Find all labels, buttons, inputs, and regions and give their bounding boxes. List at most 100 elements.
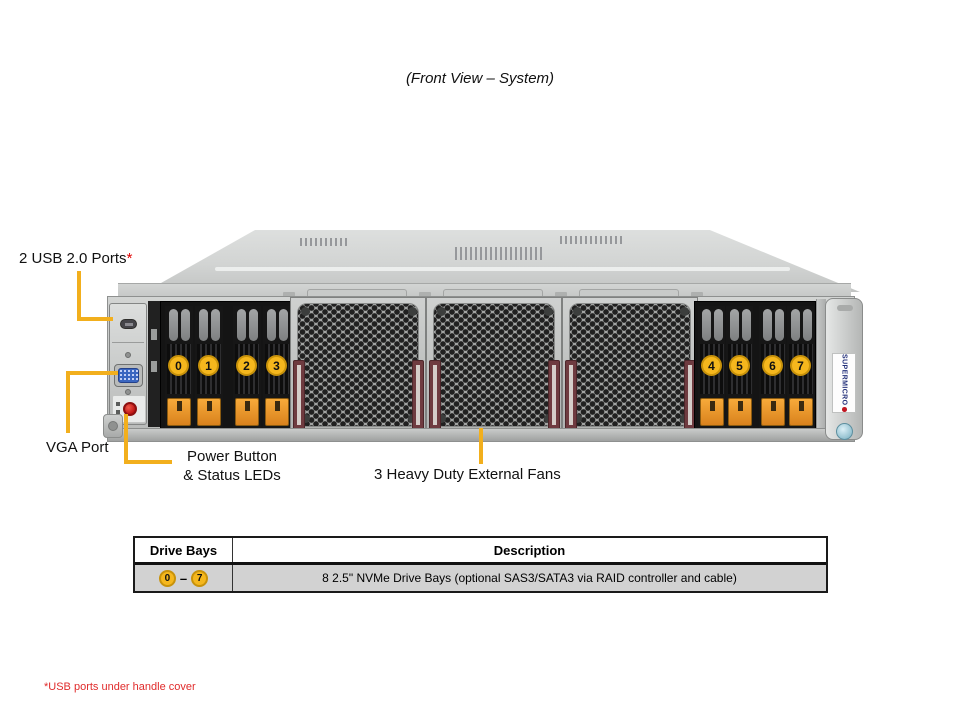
drive-bay-4: 4 xyxy=(698,306,725,430)
brim-tab xyxy=(283,292,295,299)
brand-red-dot-icon xyxy=(841,407,847,412)
chassis-front-panel: 0 1 2 3 xyxy=(107,296,855,442)
rack-ear-foot-left xyxy=(103,414,123,438)
fan-handle xyxy=(565,360,577,430)
fan-handle xyxy=(412,360,424,430)
fan-module-1 xyxy=(290,297,426,435)
status-led-icon xyxy=(116,410,120,414)
bay-number: 2 xyxy=(243,358,250,373)
bay-number-badge: 4 xyxy=(701,355,722,376)
callout-line-fans xyxy=(479,428,483,464)
panel-divider xyxy=(112,342,144,343)
drive-bay-1: 1 xyxy=(195,306,223,430)
table-row: 0 – 7 8 2.5" NVMe Drive Bays (optional S… xyxy=(135,565,826,591)
callout-label-fans: 3 Heavy Duty External Fans xyxy=(374,466,561,483)
fan-screw xyxy=(680,307,689,316)
callout-label-power: Power Button & Status LEDs xyxy=(152,447,312,485)
drive-cage-right: 4 5 6 7 xyxy=(694,301,816,433)
bay-latch xyxy=(167,398,191,426)
row-description: 8 2.5" NVMe Drive Bays (optional SAS3/SA… xyxy=(233,565,826,591)
fan-screw xyxy=(437,307,446,316)
drive-cage-left: 0 1 2 3 xyxy=(160,301,292,433)
bay-latch xyxy=(265,398,289,426)
chassis-rail xyxy=(148,301,160,427)
callout-label-vga: VGA Port xyxy=(46,439,109,456)
bay-number: 3 xyxy=(273,358,280,373)
fan-screw xyxy=(408,307,417,316)
callout-line-power xyxy=(124,460,172,464)
drive-bay-3: 3 xyxy=(263,306,291,430)
vga-port xyxy=(114,364,143,387)
bay-vent xyxy=(167,309,191,341)
fan-screw xyxy=(301,414,310,423)
bay-start-number: 0 xyxy=(164,572,171,584)
drive-bay-0: 0 xyxy=(165,306,193,430)
fan-screw xyxy=(573,307,582,316)
fan-screw xyxy=(301,307,310,316)
usb-label-text: 2 USB 2.0 Ports xyxy=(19,250,127,267)
drive-bay-2: 2 xyxy=(233,306,261,430)
brand-text: SUPERMICRO xyxy=(840,354,848,406)
bay-vent xyxy=(265,309,289,341)
callout-line-vga xyxy=(66,371,118,375)
power-label-line2: & Status LEDs xyxy=(183,467,281,484)
chassis-handle-right: SUPERMICRO xyxy=(825,298,863,440)
bay-vent xyxy=(197,309,221,341)
range-dash: – xyxy=(179,570,188,586)
fan-bank xyxy=(290,297,698,435)
bay-latch xyxy=(235,398,259,426)
control-panel xyxy=(109,303,147,425)
drive-bay-6: 6 xyxy=(759,306,786,430)
bay-vent xyxy=(700,309,724,341)
bay-number-badge: 5 xyxy=(729,355,750,376)
callout-line-power xyxy=(124,414,128,464)
bay-number: 1 xyxy=(205,358,212,373)
bay-number: 0 xyxy=(175,358,182,373)
handle-notch xyxy=(837,305,853,311)
vga-screw xyxy=(125,389,131,395)
bay-latch xyxy=(700,398,724,426)
vga-screw xyxy=(125,352,131,358)
cover-ridge xyxy=(215,267,790,271)
bay-number: 4 xyxy=(708,358,715,373)
bay-number-badge: 1 xyxy=(198,355,219,376)
bay-vent xyxy=(761,309,785,341)
bay-badge-start: 0 xyxy=(158,569,176,587)
thumbscrew xyxy=(836,423,853,440)
fan-mesh xyxy=(433,303,555,427)
fan-module-2 xyxy=(426,297,562,435)
fan-module-3 xyxy=(562,297,698,435)
cover-vent xyxy=(560,236,625,244)
brim-tab xyxy=(555,292,567,299)
bay-latch xyxy=(761,398,785,426)
cover-vent xyxy=(455,247,545,260)
drive-bay-table: Drive Bays Description 0 – 7 8 2.5" NVMe… xyxy=(133,536,828,593)
brim-tab xyxy=(691,292,703,299)
power-label-line1: Power Button xyxy=(186,448,278,465)
cover-vent xyxy=(300,238,348,246)
bay-latch xyxy=(789,398,813,426)
bay-number: 7 xyxy=(797,358,804,373)
usb-asterisk: * xyxy=(126,250,133,267)
fan-screw xyxy=(437,414,446,423)
bay-vent xyxy=(235,309,259,341)
footnote: *USB ports under handle cover xyxy=(44,681,196,693)
rack-ear-right xyxy=(816,299,826,435)
bay-number-badge: 7 xyxy=(790,355,811,376)
bay-number: 6 xyxy=(769,358,776,373)
callout-line-usb xyxy=(77,271,81,321)
usb-port xyxy=(120,319,137,329)
fan-mesh xyxy=(297,303,419,427)
bay-latch xyxy=(728,398,752,426)
bay-end-number: 7 xyxy=(196,572,203,584)
fan-handle xyxy=(429,360,441,430)
page-title: (Front View – System) xyxy=(405,70,555,87)
brim-tab xyxy=(419,292,431,299)
table-header-description: Description xyxy=(233,538,826,562)
bay-number: 5 xyxy=(736,358,743,373)
power-button xyxy=(123,402,137,416)
fan-screw xyxy=(544,307,553,316)
fan-mesh xyxy=(569,303,691,427)
bay-vent xyxy=(728,309,752,341)
bay-number-badge: 6 xyxy=(762,355,783,376)
